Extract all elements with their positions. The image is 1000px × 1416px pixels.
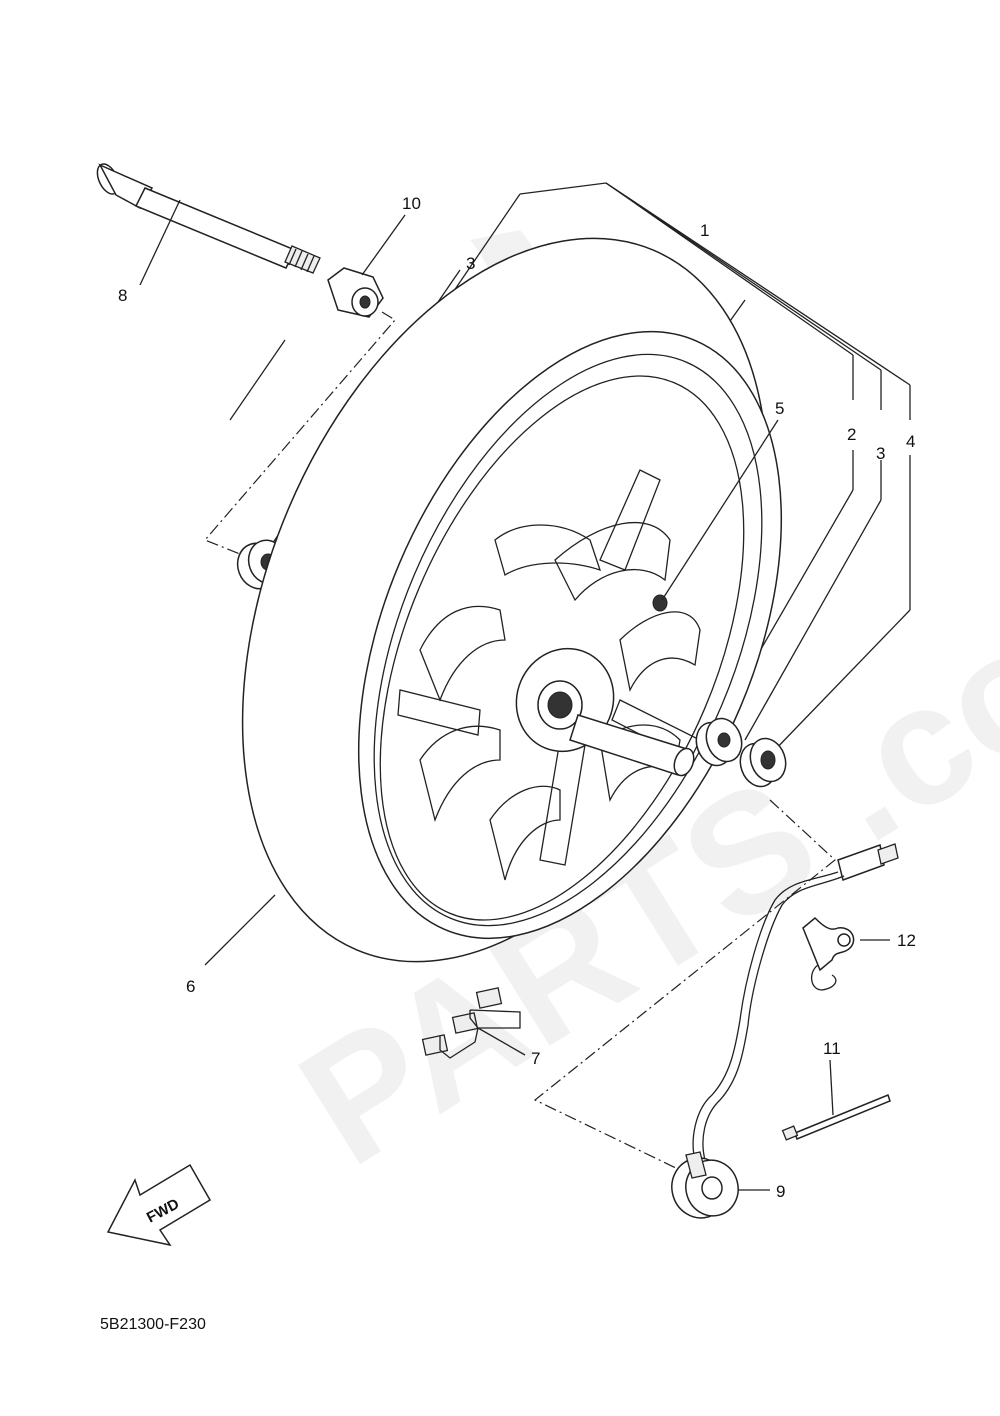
callout-7: 7 [531, 1049, 540, 1068]
weights-part-7 [421, 987, 521, 1059]
sensor-part-9 [671, 1151, 739, 1219]
cable-tie-part-11 [781, 1094, 891, 1141]
diagram-code: 5B21300-F230 [100, 1316, 206, 1333]
callout-4: 4 [906, 432, 915, 451]
callout-3-left: 3 [466, 254, 475, 273]
callout-9: 9 [776, 1182, 785, 1201]
callout-10: 10 [402, 194, 421, 213]
callout-1: 1 [700, 221, 709, 240]
callout-12: 12 [897, 931, 916, 950]
bearing-part-2 [695, 717, 743, 767]
assembly-lines [203, 311, 836, 1171]
callout-3-right: 3 [876, 444, 885, 463]
wheel-assembly [241, 237, 783, 963]
collar-part-4 [739, 737, 787, 788]
leader-group-1 [269, 182, 911, 756]
callout-5: 5 [775, 399, 784, 418]
callouts: 1 2 3 3 4 5 6 7 8 9 10 11 12 [118, 194, 916, 1201]
clip-part-12 [802, 916, 855, 991]
callout-8: 8 [118, 286, 127, 305]
nut-part-10 [327, 267, 384, 318]
callout-11: 11 [823, 1039, 841, 1058]
forward-arrow: FWD [106, 1163, 212, 1247]
callout-6: 6 [186, 977, 195, 996]
wheel-sensor-wire [692, 843, 899, 1161]
axle-part-8 [96, 163, 321, 274]
callout-2: 2 [847, 425, 856, 444]
